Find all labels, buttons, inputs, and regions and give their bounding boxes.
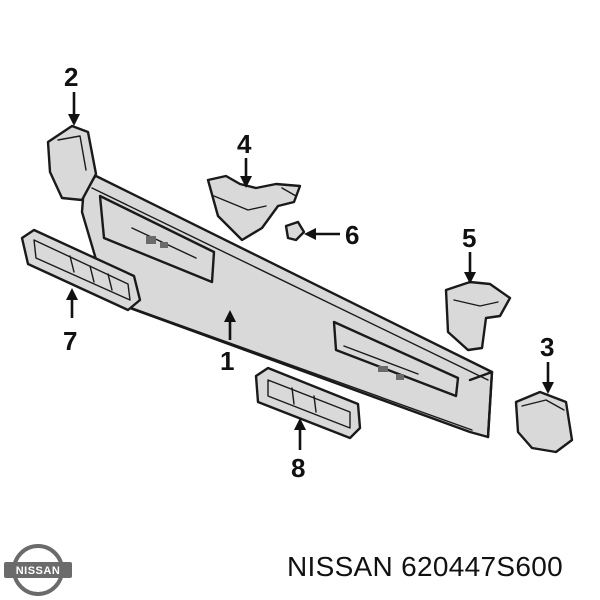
callout-3: 3: [540, 332, 554, 362]
left-end-cap: [46, 124, 98, 202]
nissan-logo: NISSAN: [4, 544, 72, 596]
lower-grille: [254, 366, 362, 440]
right-bracket: [444, 280, 512, 352]
leader-2: [68, 92, 80, 126]
callout-2: 2: [64, 62, 78, 92]
leader-7: [66, 288, 78, 318]
bumper-bar: [80, 174, 494, 439]
svg-text:NISSAN: NISSAN: [16, 565, 61, 577]
callout-7: 7: [63, 326, 77, 356]
left-grille: [20, 228, 142, 312]
leader-3: [542, 362, 554, 394]
leader-1: [224, 310, 236, 340]
upper-bracket: [206, 174, 302, 242]
part-number-caption: NISSAN 620447S600: [287, 551, 563, 582]
clip: [284, 220, 306, 242]
callout-1: 1: [220, 346, 234, 376]
leader-5: [464, 252, 476, 284]
leader-6: [304, 228, 340, 240]
leader-4: [240, 158, 252, 188]
callout-5: 5: [462, 223, 476, 253]
callout-8: 8: [291, 453, 305, 483]
callout-6: 6: [345, 220, 359, 250]
right-end-cap: [514, 390, 574, 454]
callout-4: 4: [237, 129, 252, 159]
leader-8: [294, 418, 306, 450]
